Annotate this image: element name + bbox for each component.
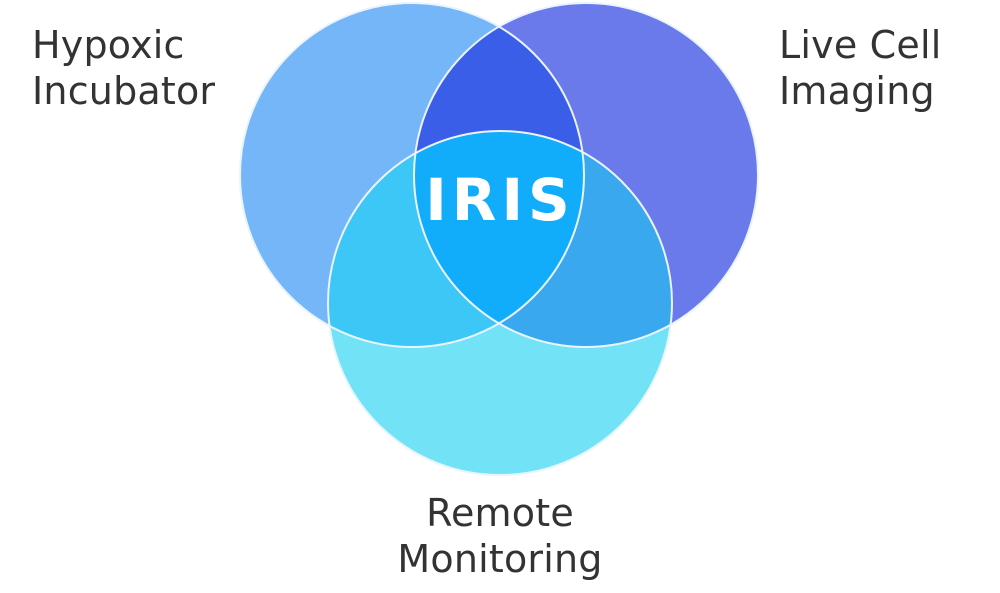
circle-outlines: [239, 2, 759, 476]
center-label: IRIS: [425, 166, 575, 234]
label-live-line-2: Imaging: [779, 69, 935, 113]
overlap-all: [414, 131, 584, 347]
label-hypoxic-line-2: Incubator: [32, 69, 216, 113]
label-hypoxic-incubator: Hypoxic Incubator: [32, 22, 215, 114]
label-hypoxic-line-1: Hypoxic: [32, 23, 185, 67]
label-remote-monitoring: Remote Monitoring: [380, 490, 620, 582]
label-live-cell-imaging: Live Cell Imaging: [779, 22, 942, 114]
label-remote-line-2: Monitoring: [397, 537, 603, 581]
label-live-line-1: Live Cell: [779, 23, 942, 67]
label-remote-line-1: Remote: [426, 491, 574, 535]
